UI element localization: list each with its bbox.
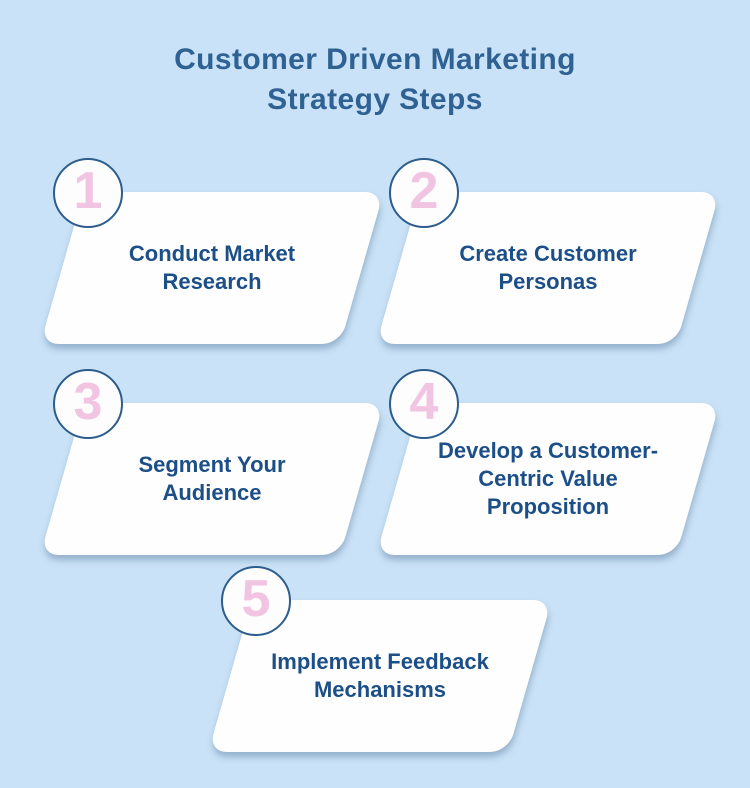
step-number-2: 2 <box>409 162 439 220</box>
step-number-badge-5: 5 <box>221 566 291 636</box>
step-card-5-label: Implement Feedback Mechanisms <box>271 649 489 702</box>
step-card-4-label: Develop a Customer- Centric Value Propos… <box>437 438 659 519</box>
step-number-badge-4: 4 <box>389 369 459 439</box>
step-card-1-label: Conduct Market Research <box>128 241 296 294</box>
step-number-3: 3 <box>73 373 103 431</box>
step-card-4: Develop a Customer- Centric Value Propos… <box>376 369 720 555</box>
step-card-1: Conduct Market Research 1 <box>40 158 384 344</box>
step-number-badge-3: 3 <box>53 369 123 439</box>
step-card-3: Segment Your Audience 3 <box>40 369 384 555</box>
page-title: Customer Driven Marketing Strategy Steps <box>174 43 576 116</box>
step-card-2: Create Customer Personas 2 <box>376 158 720 344</box>
step-card-5: Implement Feedback Mechanisms 5 <box>208 566 552 752</box>
step-number-5: 5 <box>241 570 271 628</box>
step-number-1: 1 <box>73 162 103 220</box>
step-card-3-label: Segment Your Audience <box>138 452 286 505</box>
step-number-badge-1: 1 <box>53 158 123 228</box>
step-number-4: 4 <box>409 373 439 431</box>
step-card-2-label: Create Customer Personas <box>459 241 637 294</box>
step-number-badge-2: 2 <box>389 158 459 228</box>
